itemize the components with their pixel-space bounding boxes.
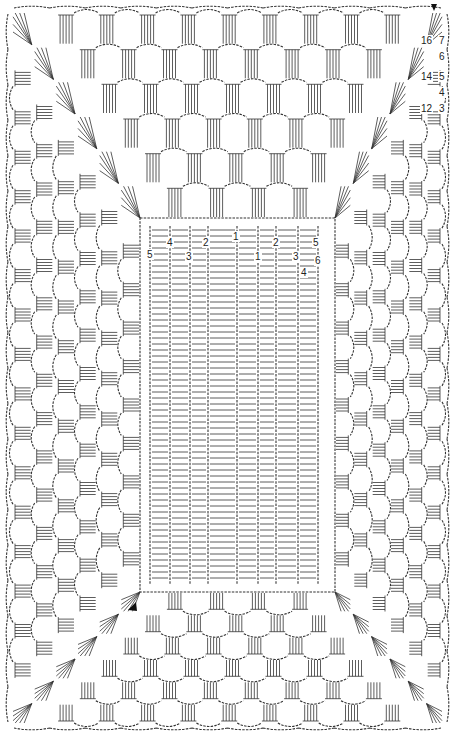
row-number: 2 xyxy=(202,237,210,248)
row-number: 16 xyxy=(420,35,433,46)
row-number: 3 xyxy=(438,103,446,114)
row-number: 14 xyxy=(420,71,433,82)
row-number: 7 xyxy=(438,35,446,46)
row-number: 4 xyxy=(438,87,446,98)
row-number: 4 xyxy=(300,267,308,278)
row-number: 5 xyxy=(438,71,446,82)
row-number: 5 xyxy=(146,249,154,260)
start-marker xyxy=(431,4,437,11)
stitch-caps xyxy=(15,15,440,721)
chain-loops xyxy=(6,6,449,730)
row-number: 3 xyxy=(185,251,193,262)
row-number: 5 xyxy=(312,237,320,248)
stitch-marks xyxy=(13,13,442,723)
start-marker xyxy=(128,602,137,611)
row-number: 1 xyxy=(232,231,240,242)
row-number: 3 xyxy=(292,251,300,262)
row-number: 4 xyxy=(166,237,174,248)
row-number: 1 xyxy=(254,251,262,262)
row-number: 12 xyxy=(420,103,433,114)
row-number: 6 xyxy=(438,51,446,62)
row-number: 2 xyxy=(272,237,280,248)
row-number: 6 xyxy=(314,255,322,266)
